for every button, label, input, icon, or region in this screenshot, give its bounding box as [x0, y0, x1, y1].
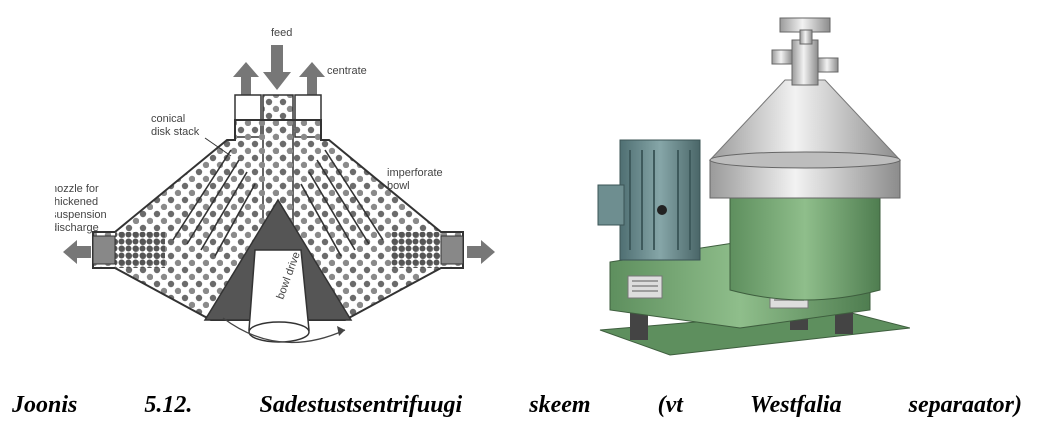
imperforate-label-1: imperforate	[387, 167, 443, 179]
outlet-arrow-left	[233, 62, 259, 110]
nozzle-label-2: thickened	[55, 196, 98, 208]
centrifuge-schematic: bowl drive feed centrate conical disk st…	[55, 27, 495, 344]
caption-word-title: Sadestustsentrifuugi	[259, 392, 463, 418]
feed-arrow	[263, 45, 291, 90]
nozzle-label-3: suspension	[55, 209, 107, 221]
centrate-arrow	[299, 62, 325, 110]
conical-label-2: disk stack	[151, 126, 200, 138]
caption-word-vt: (vt	[657, 392, 683, 418]
caption-word-westfalia: Westfalia	[750, 392, 842, 418]
nozzle-label-4: discharge	[55, 222, 99, 234]
caption-word-joonis: Joonis	[12, 392, 78, 418]
discharge-arrow-left	[63, 240, 91, 264]
conical-label-1: conical	[151, 113, 185, 125]
bowl-drive-shaft: bowl drive	[248, 249, 310, 343]
nozzle-label-1: nozzle for	[55, 183, 99, 195]
caption-word-skeem: skeem	[529, 392, 591, 418]
caption-word-number: 5.12.	[144, 392, 193, 418]
separator-photo	[597, 17, 910, 356]
caption-word-separaator: separaator)	[908, 392, 1022, 418]
conical-disk-stack	[172, 149, 384, 257]
feed-label: feed	[271, 27, 292, 39]
figure-caption: Joonis 5.12. Sadestustsentrifuugi skeem …	[12, 392, 1022, 419]
centrate-label: centrate	[327, 65, 367, 77]
discharge-arrow-right	[467, 240, 495, 264]
imperforate-label-2: bowl	[387, 180, 410, 192]
